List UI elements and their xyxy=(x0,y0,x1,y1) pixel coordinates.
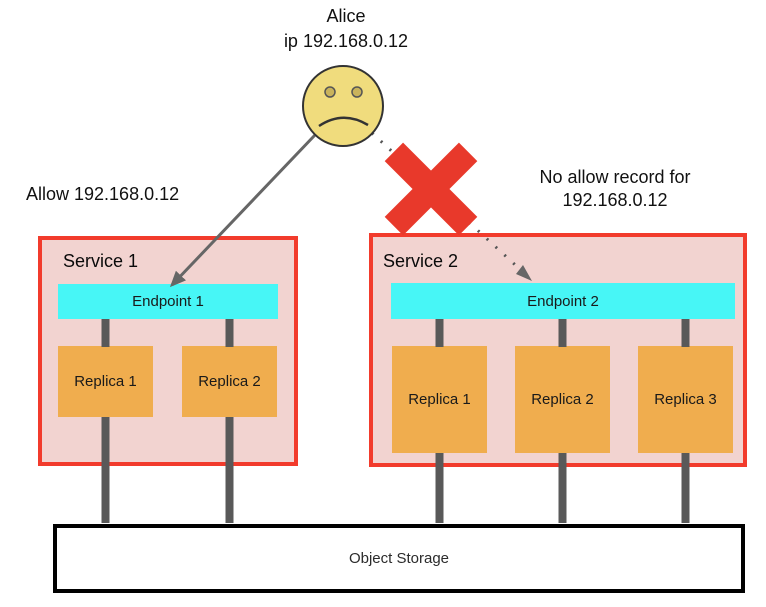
service-1-title: Service 1 xyxy=(63,251,139,271)
sad-face-icon xyxy=(302,65,384,147)
cross-mark-icon xyxy=(384,142,478,236)
object-storage-label: Object Storage xyxy=(348,550,450,567)
service-2-replica-1: Replica 1 xyxy=(392,346,487,453)
service-1-replica-2: Replica 2 xyxy=(182,346,277,417)
no-allow-annotation: No allow record for 192.168.0.12 xyxy=(505,166,725,212)
allow-annotation: Allow 192.168.0.12 xyxy=(26,184,180,204)
user-label: Alice ip 192.168.0.12 xyxy=(250,4,442,54)
endpoint-2-box: Endpoint 2 xyxy=(391,283,735,319)
service-2-title: Service 2 xyxy=(383,251,459,271)
no-allow-line-2: 192.168.0.12 xyxy=(562,190,668,210)
service-2-replica-3: Replica 3 xyxy=(638,346,733,453)
service-1-replica-1: Replica 1 xyxy=(58,346,153,417)
service-1-box: Service 1 Endpoint 1 Replica 1 Replica 2 xyxy=(38,236,298,466)
no-allow-line-1: No allow record for xyxy=(539,167,691,187)
service-2-replica-2: Replica 2 xyxy=(515,346,610,453)
service-2-box: Service 2 Endpoint 2 Replica 1 Replica 2… xyxy=(369,233,747,467)
endpoint-1-box: Endpoint 1 xyxy=(58,284,278,319)
object-storage-box: Object Storage xyxy=(53,524,745,593)
user-ip: ip 192.168.0.12 xyxy=(283,31,409,51)
user-name: Alice xyxy=(326,6,366,26)
